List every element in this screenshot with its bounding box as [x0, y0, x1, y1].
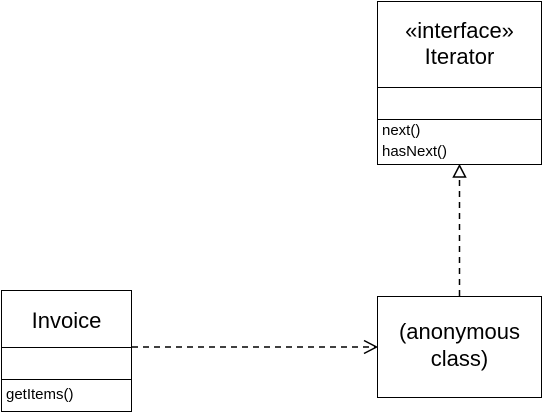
iterator-stereotype: «interface»: [405, 18, 514, 43]
iterator-operations-divider: [378, 119, 541, 120]
anonymous-class-name-line1: (anonymous: [398, 319, 521, 344]
realization-arrowhead: [452, 163, 467, 178]
iterator-operation-next: next(): [382, 122, 421, 139]
iterator-name: Iterator: [424, 44, 495, 69]
invoice-operations-divider: [2, 379, 131, 380]
invoice-attributes-divider: [2, 347, 131, 348]
anonymous-class-box: (anonymous class): [377, 296, 542, 398]
iterator-attributes-divider: [378, 87, 541, 88]
anonymous-class-name-line2: class): [430, 346, 489, 371]
invoice-class-box: Invoice getItems(): [1, 290, 132, 412]
dependency-arrowhead: [363, 339, 379, 355]
invoice-name: Invoice: [31, 308, 102, 333]
iterator-interface-box: «interface» Iterator next() hasNext(): [377, 1, 542, 165]
invoice-operation-getitems: getItems(): [6, 386, 74, 403]
iterator-operation-hasnext: hasNext(): [382, 143, 448, 160]
